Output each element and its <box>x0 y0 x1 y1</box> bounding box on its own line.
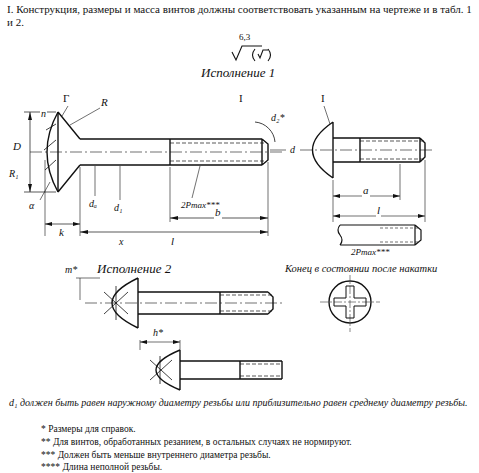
view-title: Исполнение 2 <box>96 262 172 277</box>
header-note: I. Конструкция, размеры и масса винтов д… <box>6 3 473 28</box>
footnote: **** Длина неполной резьбы. <box>40 462 163 473</box>
dimension-label: d₂* <box>270 112 285 124</box>
view-title: Исполнение 1 <box>200 66 276 81</box>
dimension-label: l <box>170 235 175 248</box>
dimension-label: Г <box>62 92 70 105</box>
footnote: ** Для винтов, обработанных резанием, в … <box>40 437 353 448</box>
dimension-label: m* <box>64 264 78 276</box>
dimension-label: b <box>214 206 222 219</box>
footnote: d₁ должен быть равен наружному диаметру … <box>8 397 470 409</box>
dimension-label: k <box>58 226 65 239</box>
roughness-value: 6,3 <box>238 32 251 42</box>
dimension-label: n <box>40 108 47 120</box>
dimension-label: D <box>12 140 22 153</box>
dimension-label: R <box>100 96 109 109</box>
dimension-label: dₐ <box>88 198 98 210</box>
dimension-label: x <box>118 236 124 248</box>
dimension-label: α <box>28 200 35 212</box>
dimension-label: R₁ <box>8 168 20 180</box>
dimension-label: d <box>289 144 296 156</box>
dimension-label: d₁ <box>113 202 123 214</box>
dimension-label: l <box>376 204 381 217</box>
footnote: * Размеры для справок. <box>40 424 137 435</box>
footnote: *** Должен быть меньше внутреннего диаме… <box>40 450 272 461</box>
dimension-label: 2Pmax*** <box>350 247 391 257</box>
callout-number: I <box>238 92 244 105</box>
view-title: Конец в состоянии после накатки <box>284 263 438 275</box>
dimension-label: a <box>362 184 370 197</box>
callout-number: I <box>320 92 326 105</box>
dimension-label: h* <box>152 327 164 339</box>
